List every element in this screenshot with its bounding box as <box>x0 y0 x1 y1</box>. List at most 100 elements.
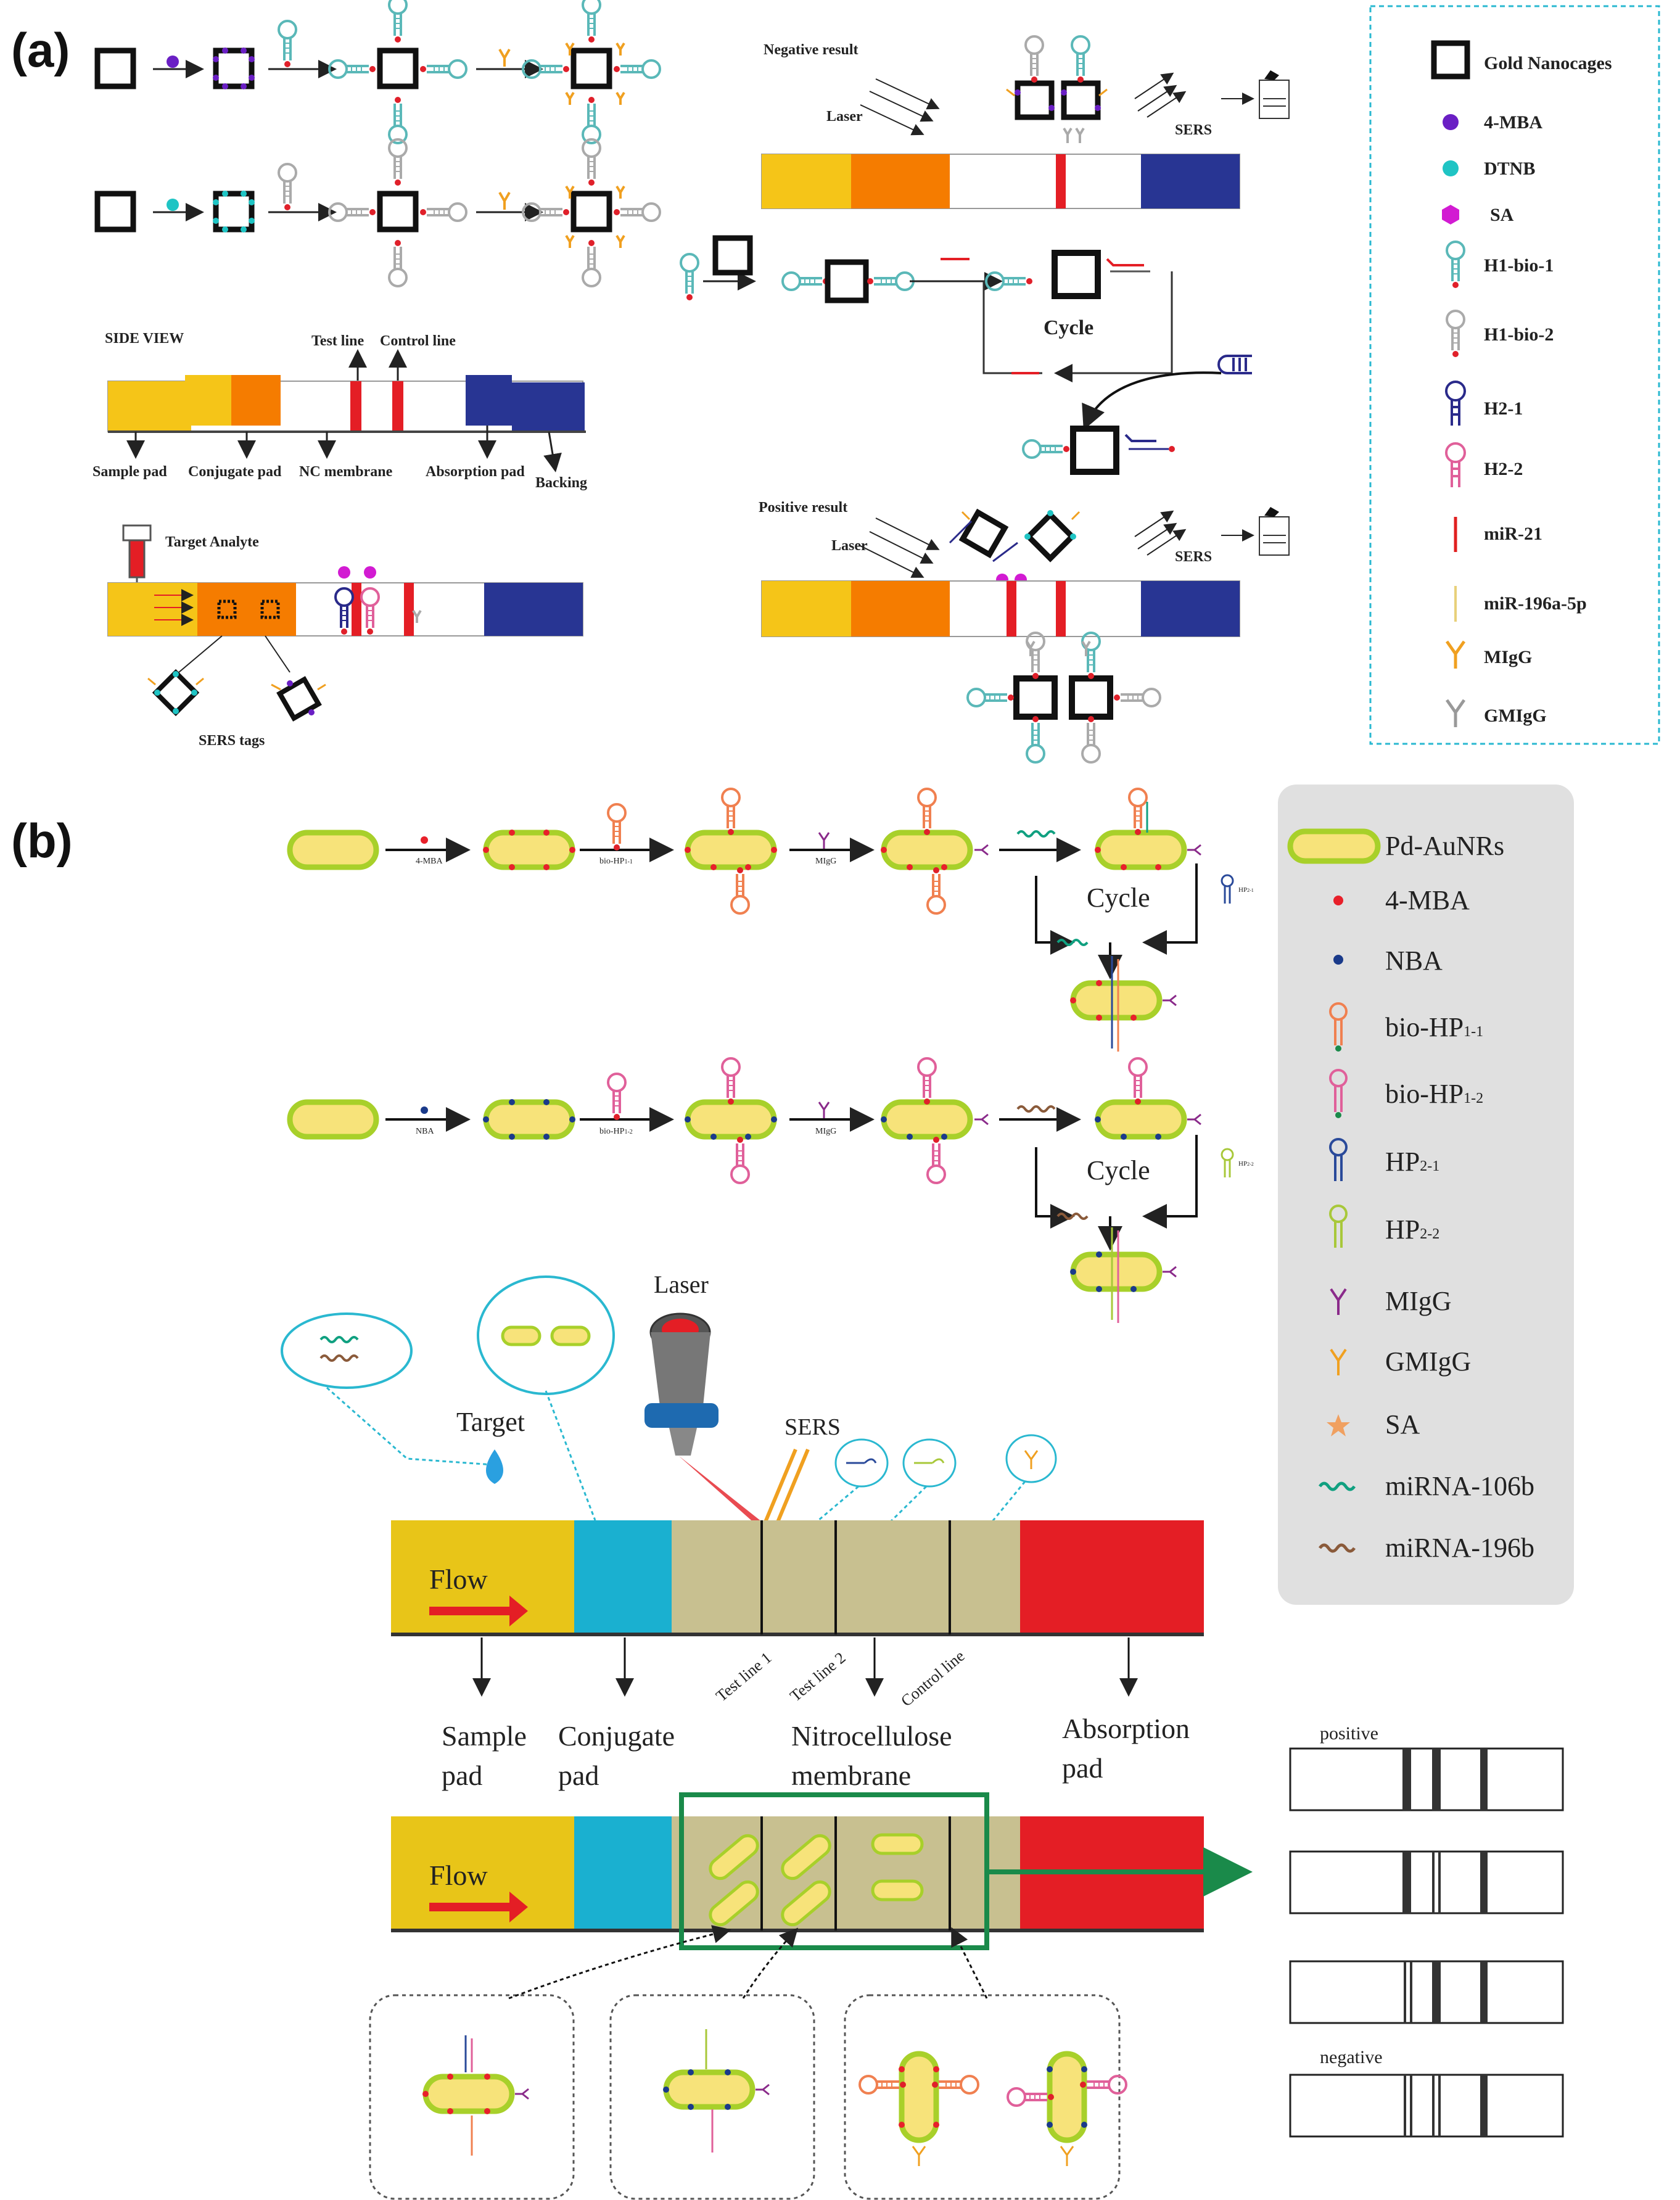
spectrometer-icon <box>1259 507 1290 556</box>
panel-b-lfa-strip: Flow Test line 1 Test line 2 Control lin… <box>391 1520 1204 1791</box>
panel-a-legend: Gold Nanocages 4-MBA DTNB SA H1-bio-1 H1… <box>1369 5 1660 745</box>
conjugate-pad <box>574 1520 672 1634</box>
gold-nanocage-icon <box>94 47 136 89</box>
dtnb-dot-icon <box>167 199 179 211</box>
laser-label-1: Laser <box>826 109 863 125</box>
panel-a-label: (a) <box>11 23 70 77</box>
laser-label: Laser <box>654 1271 709 1298</box>
bio-hp-1-1-hairpin-icon <box>1329 1002 1348 1052</box>
legend-a-label-2: DTNB <box>1484 159 1535 179</box>
legend-b-label-8: GMIgG <box>1385 1346 1471 1377</box>
legend-a-label-7: H2-2 <box>1484 459 1523 479</box>
panel-a-synthesis-row-2 <box>94 138 661 287</box>
h2-1-hairpin-icon <box>1445 381 1466 426</box>
legend-a-items: Gold Nanocages 4-MBA DTNB SA H1-bio-1 H1… <box>1431 40 1612 727</box>
laser-label-2: Laser <box>831 538 868 554</box>
legend-a-label-9: miR-196a-5p <box>1484 593 1587 614</box>
droplet-icon <box>486 1449 503 1484</box>
panel-a-assay-strip: Target Analyte SERS tags <box>107 524 583 749</box>
absorption-pad-label: Absorption pad <box>426 464 525 480</box>
gold-nanocage-icon <box>570 47 612 89</box>
pd-aunr-icon <box>1287 828 1381 864</box>
target-analyte-label: Target Analyte <box>165 534 259 550</box>
legend-b-label-9: SA <box>1385 1409 1420 1440</box>
absorption-pad-label-1: Absorption <box>1062 1713 1190 1744</box>
legend-b-label-5: HP2-1 <box>1385 1147 1439 1177</box>
control-line-label: Control line <box>380 333 456 349</box>
result-strip-positive-3 <box>1289 1960 1564 2024</box>
spectrometer-icon <box>1259 70 1290 119</box>
panel-b: (b) 4-MBA bio-HP1-1 MIgG Cycle HP2-1 NBA… <box>11 785 1574 2200</box>
sers-label-1: SERS <box>1175 122 1212 138</box>
sample-pad-label-1: Sample <box>442 1720 527 1752</box>
test-line-1-label: Test line 1 <box>712 1649 775 1705</box>
gmigg-antibody-icon <box>1445 699 1466 727</box>
conjugate-pad-label: Conjugate pad <box>188 464 282 480</box>
mirna-106b-wavy-icon <box>1318 1481 1356 1491</box>
panel-a-cycle: Cycle <box>680 235 1252 475</box>
nitrocellulose-label-1: Nitrocellulose <box>791 1720 952 1752</box>
target-bubble <box>281 1312 413 1389</box>
nc-membrane-label: NC membrane <box>299 464 393 480</box>
legend-b-label-2: NBA <box>1385 946 1443 976</box>
mirna-196b-wavy-icon <box>1016 1105 1056 1113</box>
step-bio-2-label: bio-HP1-2 <box>599 1127 633 1136</box>
step-4mba-label: 4-MBA <box>416 857 443 866</box>
gmigg-antibody-icon <box>1330 1348 1347 1375</box>
result-strip-positive-2 <box>1289 1850 1564 1914</box>
legend-a-label-5: H1-bio-2 <box>1484 324 1554 345</box>
mirna-196b-wavy-icon <box>1318 1543 1356 1553</box>
sers-tags-label: SERS tags <box>199 733 265 749</box>
legend-a-label-8: miR-21 <box>1484 524 1542 544</box>
migg-antibody-icon <box>1330 1288 1347 1315</box>
sers-label-2: SERS <box>1175 549 1212 565</box>
conjugate-pad-label-1: Conjugate <box>558 1720 675 1752</box>
h1-bio-2-hairpin-icon <box>278 163 297 212</box>
panel-b-synthesis-row-2: NBA bio-HP1-2 MIgG Cycle HP2-2 <box>290 1057 1254 1323</box>
syringe-icon <box>122 524 152 542</box>
gold-nanocage-icon <box>377 191 419 233</box>
sample-pad-label-2: pad <box>442 1760 482 1791</box>
laser-objective-icon <box>644 1312 768 1530</box>
bio-hp-1-2-hairpin-icon <box>1329 1069 1348 1118</box>
absorption-pad <box>466 375 512 426</box>
pd-aunr-icon <box>290 833 376 867</box>
sers-label: SERS <box>784 1414 841 1440</box>
test-line <box>350 381 361 431</box>
migg-antibody-icon <box>1445 640 1466 669</box>
migg-antibody-icon <box>498 49 511 67</box>
legend-b-label-4: bio-HP1-2 <box>1385 1079 1483 1109</box>
legend-a-label-11: GMIgG <box>1484 706 1547 726</box>
legend-b-label-7: MIgG <box>1385 1286 1452 1316</box>
legend-b-label-1: 4-MBA <box>1385 885 1470 915</box>
cycle-label-b2: Cycle <box>1087 1155 1150 1185</box>
step-migg-2-label: MIgG <box>815 1127 836 1136</box>
gold-nanocage-icon <box>213 191 255 233</box>
legend-a-label-10: MIgG <box>1484 647 1532 667</box>
negative-result-strip: Negative result Laser SERS <box>761 35 1290 209</box>
legend-b-label-11: miRNA-196b <box>1385 1533 1534 1563</box>
dtnb-dot-icon <box>1443 160 1459 176</box>
hp-1-label: HP2-1 <box>1238 886 1254 894</box>
test-line-2-label: Test line 2 <box>786 1649 849 1705</box>
step-migg-1-label: MIgG <box>815 857 836 866</box>
probe-bubble <box>477 1275 615 1395</box>
panel-b-label: (b) <box>11 814 73 868</box>
gold-nanocage-icon <box>213 47 255 89</box>
panel-b-lfa-strip-result: Flow <box>391 1792 1253 1950</box>
flow-arrow-icon <box>429 1596 528 1626</box>
conjugate-pad <box>231 375 281 426</box>
gold-nanocage-icon <box>570 191 612 233</box>
nba-dot-icon <box>1333 955 1343 965</box>
flow-arrow-icon <box>429 1892 528 1922</box>
panel-b-legend: Pd-AuNRs 4-MBA NBA bio-HP1-1 bio-HP1-2 H… <box>1278 785 1574 1605</box>
panel-b-result-strips: positive negative <box>1289 1723 1564 2138</box>
control-line <box>392 381 403 431</box>
positive-result-strip: Positive result Laser SERS <box>759 500 1290 764</box>
legend-a-label-6: H2-1 <box>1484 398 1523 419</box>
sample-pad <box>391 1520 574 1634</box>
gold-nanocage-icon <box>1431 40 1470 80</box>
panel-a: (a) SIDE VIEW Test line Control line <box>11 0 1660 764</box>
4-mba-dot-icon <box>1443 114 1459 130</box>
cycle-label-a: Cycle <box>1044 316 1093 339</box>
